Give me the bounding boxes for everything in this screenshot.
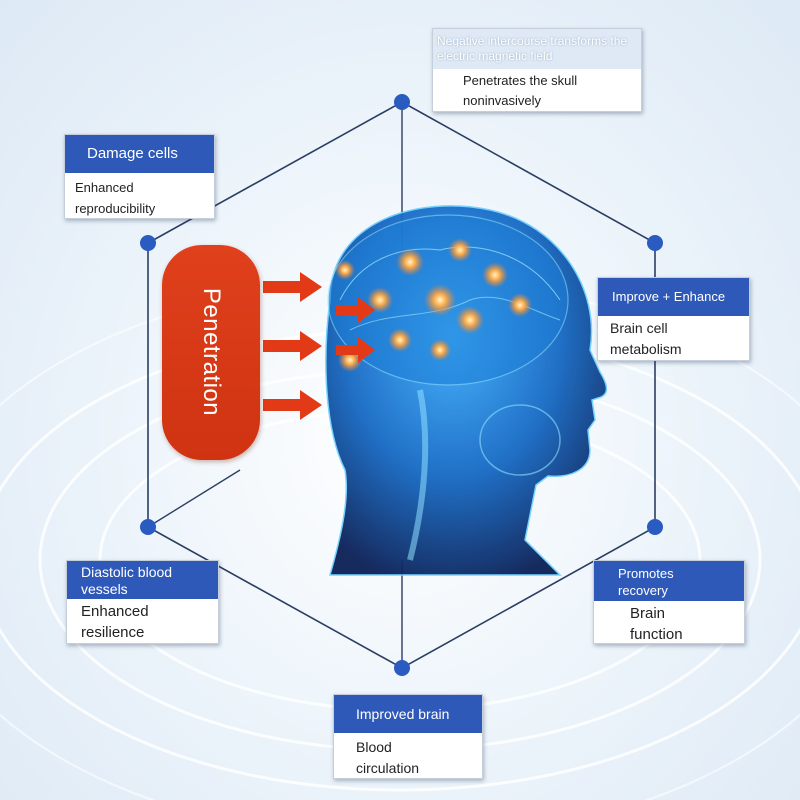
card-bottom-right-line-2: function xyxy=(630,626,683,643)
card-right-body: Brain cell metabolism xyxy=(610,318,682,360)
card-right: Improve + Enhance Brain cell metabolism xyxy=(597,277,750,361)
brain-head-illustration xyxy=(325,205,608,576)
node-dot-icon xyxy=(140,94,663,676)
spoke-bottom-left xyxy=(147,469,241,528)
card-bottom-right-line-1: Brain xyxy=(630,605,666,622)
card-bottom-right: Promotes recovery Brain function xyxy=(593,560,745,644)
card-top-left-line-1: Enhanced xyxy=(75,180,134,195)
arrow-right-icon xyxy=(263,272,375,420)
card-right-header: Improve + Enhance xyxy=(598,278,749,316)
card-bottom-left-line-2: resilience xyxy=(81,624,145,641)
card-bottom-right-header: Promotes recovery xyxy=(594,561,744,601)
card-bottom-right-body: Brain function xyxy=(630,603,683,645)
card-top-left-line-2: reproducibility xyxy=(75,201,156,216)
card-bottom-left: Diastolic blood vessels Enhanced resilie… xyxy=(66,560,219,644)
card-bottom-line-1: Blood xyxy=(356,739,392,755)
card-right-line-1: Brain cell xyxy=(610,320,668,336)
card-bottom-line-2: circulation xyxy=(356,760,420,776)
card-top: Negative intercourse transforms the elec… xyxy=(432,28,642,112)
card-bottom-left-line-1: Enhanced xyxy=(81,603,149,620)
card-bottom: Improved brain Blood circulation xyxy=(333,694,483,779)
card-top-left-body: Enhanced reproducibility xyxy=(75,177,155,219)
card-bottom-left-header: Diastolic blood vessels xyxy=(67,561,218,599)
card-bottom-header: Improved brain xyxy=(334,695,482,733)
card-top-header: Negative intercourse transforms the elec… xyxy=(433,29,641,69)
card-right-line-2: metabolism xyxy=(610,341,682,357)
penetration-label: Penetration xyxy=(198,287,225,417)
card-bottom-body: Blood circulation xyxy=(356,737,419,779)
card-top-line-1: Penetrates the skull xyxy=(463,73,578,88)
card-top-line-2: noninvasively xyxy=(463,93,542,108)
card-top-body: Penetrates the skull noninvasively xyxy=(463,71,577,111)
card-top-left: Damage cells Enhanced reproducibility xyxy=(64,134,215,219)
card-top-left-header: Damage cells xyxy=(65,135,214,173)
penetration-pill: Penetration xyxy=(162,245,260,460)
card-bottom-left-body: Enhanced resilience xyxy=(81,601,149,643)
